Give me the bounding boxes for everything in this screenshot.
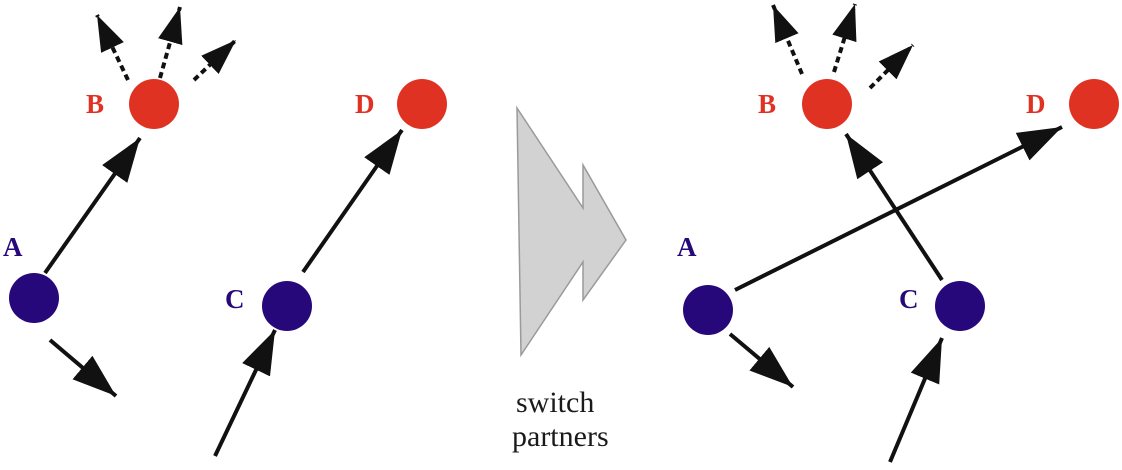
label-d-after: D [1026,89,1046,119]
arrow-b-out-3-after [868,43,915,90]
arrow-c-to-b [844,132,944,282]
arrow-b-out-1-after [771,4,804,75]
label-b-after: B [758,89,776,119]
before-panel: A B C D [3,6,447,457]
label-d: D [355,89,375,119]
caption-partners: partners [512,420,609,453]
caption-switch: switch [516,386,594,419]
arrow-a-to-b [43,136,142,275]
node-c-after [935,281,985,331]
node-b [129,79,179,129]
node-d-after [1069,79,1119,129]
arrow-outgoing-a-after [728,332,795,389]
node-c [262,281,312,331]
after-panel: A B C D [677,3,1119,463]
label-c-after: C [899,284,919,314]
label-b: B [86,89,104,119]
arrow-b-out-2-after [832,3,857,73]
node-a-after [683,285,733,335]
arrow-b-out-3 [192,38,238,82]
arrow-outgoing-a [48,338,118,398]
arrow-b-out-2 [158,6,183,79]
arrow-b-out-1 [95,14,130,81]
node-d [397,79,447,129]
node-a [9,273,59,323]
arrow-c-to-d [301,128,404,274]
label-c: C [225,284,245,314]
label-a: A [3,232,23,262]
big-right-arrow-icon [516,105,627,358]
arrow-incoming-c-after [888,337,944,463]
arrow-incoming-c [213,329,277,457]
node-b-after [802,79,852,129]
arrow-a-to-d [734,125,1063,292]
label-a-after: A [677,232,697,262]
transition: switch partners [512,105,627,453]
